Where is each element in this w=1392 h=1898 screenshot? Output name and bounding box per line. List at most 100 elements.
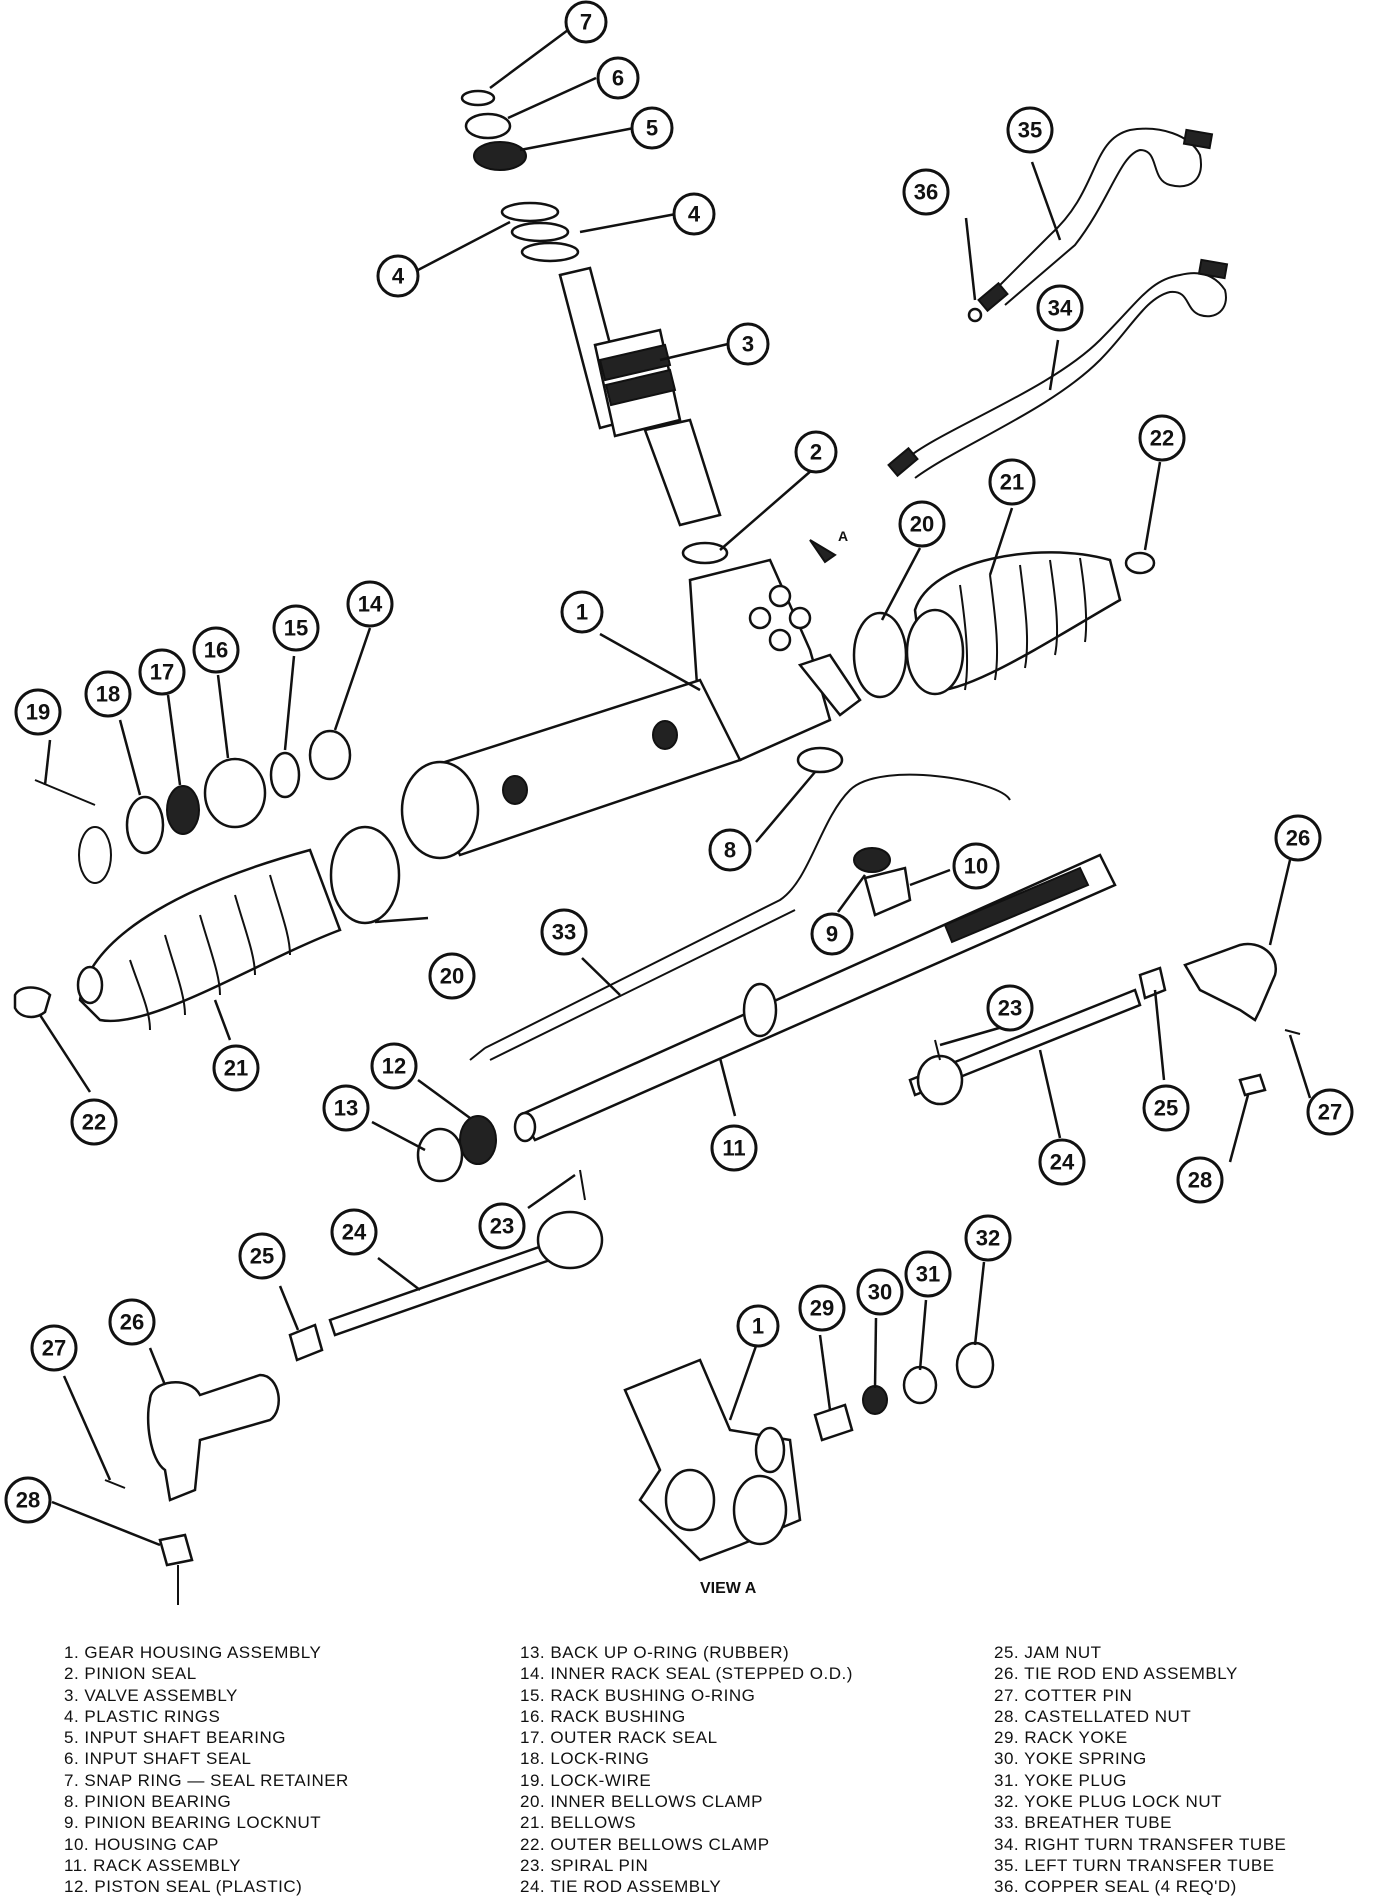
left-bellows-part (76, 848, 342, 1031)
callout-label: 19 (26, 700, 50, 725)
callout-4-right: 4 (672, 192, 716, 236)
legend-text: INPUT SHAFT SEAL (84, 1749, 252, 1769)
legend-text: YOKE PLUG (1024, 1770, 1127, 1790)
legend-text: COTTER PIN (1024, 1685, 1133, 1705)
legend-text: BELLOWS (550, 1813, 637, 1833)
callout-23-right: 23 (986, 984, 1034, 1032)
callout-label: 11 (722, 1136, 745, 1161)
view-arrow (809, 539, 837, 564)
callout-label: 10 (964, 854, 988, 879)
legend-num: 30. (994, 1749, 1020, 1769)
left-turn-transfer-tube-part (989, 127, 1202, 306)
callout-31: 31 (904, 1250, 952, 1298)
snap-ring-part (460, 89, 496, 107)
callout-5: 5 (630, 106, 674, 150)
legend-num: 20. (520, 1792, 546, 1812)
callout-label: 23 (490, 1214, 514, 1239)
callout-20-left: 20 (428, 952, 476, 1000)
legend-text: PLASTIC RINGS (84, 1706, 221, 1726)
legend-item: 26. TIE ROD END ASSEMBLY (994, 1663, 1286, 1684)
cotter-pin-right-part (1284, 1029, 1301, 1035)
callout-label: 21 (224, 1056, 248, 1081)
callout-label: 28 (1188, 1168, 1212, 1193)
callout-label: 28 (16, 1488, 40, 1513)
jam-nut-left-part (288, 1323, 324, 1362)
callout-29: 29 (798, 1284, 846, 1332)
legend-item: 4. PLASTIC RINGS (64, 1706, 349, 1727)
callout-label: 22 (1150, 426, 1174, 451)
inner-rack-seal-part (308, 729, 352, 781)
callout-label: 14 (358, 592, 383, 617)
plastic-ring-part-3 (520, 241, 580, 263)
legend-num: 12. (64, 1877, 90, 1897)
callout-label: 30 (868, 1280, 892, 1305)
legend-num: 22. (520, 1834, 546, 1854)
legend-num: 11. (64, 1855, 88, 1875)
callout-label: 18 (96, 682, 120, 707)
yoke-plug-lock-nut-part (955, 1341, 995, 1389)
callout-label: 26 (1286, 826, 1310, 851)
view-a-housing-part (623, 1358, 802, 1562)
legend-text: GEAR HOUSING ASSEMBLY (84, 1643, 322, 1662)
callout-label: 5 (646, 116, 658, 141)
breather-tube-part (469, 773, 1011, 1061)
tie-rod-socket-right-part (916, 1054, 964, 1106)
callout-label: 26 (120, 1310, 144, 1335)
callout-label: 27 (42, 1336, 66, 1361)
tie-rod-end-left-part (146, 1373, 280, 1502)
inner-bellows-clamp-right-part (852, 611, 908, 699)
legend-item: 30. YOKE SPRING (994, 1748, 1286, 1769)
tube-fitting-part (977, 281, 1009, 313)
legend-num: 32. (994, 1792, 1020, 1812)
input-shaft-bearing-part (473, 141, 527, 171)
callout-label: 33 (552, 920, 576, 945)
legend-text: OUTER RACK SEAL (550, 1728, 718, 1748)
callout-15: 15 (272, 604, 320, 652)
legend-text: COPPER SEAL (4 REQ'D) (1024, 1877, 1237, 1897)
legend-item: 13. BACK UP O-RING (RUBBER) (520, 1642, 853, 1663)
callout-label: 15 (284, 616, 308, 641)
legend-num: 10. (64, 1834, 90, 1854)
legend-text: RIGHT TURN TRANSFER TUBE (1024, 1834, 1287, 1854)
legend-item: 1. GEAR HOUSING ASSEMBLY (64, 1642, 349, 1663)
outer-bellows-clamp-right-part (1124, 551, 1156, 575)
legend-num: 13. (520, 1643, 546, 1662)
callout-18: 18 (84, 670, 132, 718)
callout-2: 2 (794, 430, 838, 474)
legend-num: 19. (520, 1770, 546, 1790)
legend-item: 28. CASTELLATED NUT (994, 1706, 1286, 1727)
legend-text: LOCK-WIRE (550, 1770, 652, 1790)
legend-text: BREATHER TUBE (1024, 1813, 1172, 1833)
legend-num: 27. (994, 1685, 1020, 1705)
callout-26-right: 26 (1274, 814, 1322, 862)
legend-item: 16. RACK BUSHING (520, 1706, 853, 1727)
legend-num: 28. (994, 1706, 1020, 1726)
legend-item: 24. TIE ROD ASSEMBLY (520, 1876, 853, 1897)
legend-num: 17. (520, 1728, 546, 1748)
legend-num: 25. (994, 1643, 1020, 1662)
legend-num: 24. (520, 1877, 546, 1897)
callout-label: 35 (1018, 118, 1042, 143)
tie-rod-socket-left-part (536, 1210, 604, 1270)
legend-num: 9. (64, 1813, 80, 1833)
breather-tube-part-2 (489, 909, 796, 1061)
legend-column-1: 1. GEAR HOUSING ASSEMBLY 2. PINION SEAL … (64, 1642, 349, 1898)
yoke-spring-part (862, 1385, 888, 1415)
callout-label: 13 (334, 1096, 358, 1121)
callout-11: 11 (710, 1124, 758, 1172)
legend-item: 7. SNAP RING — SEAL RETAINER (64, 1770, 349, 1791)
yoke-plug-part (902, 1365, 938, 1405)
callout-label: 2 (810, 440, 822, 465)
inner-bellows-clamp-left-part (329, 825, 401, 925)
callout-8: 8 (708, 828, 752, 872)
callout-20-right: 20 (898, 500, 946, 548)
legend-num: 23. (520, 1855, 546, 1875)
callout-9: 9 (810, 912, 854, 956)
legend-item: 23. SPIRAL PIN (520, 1855, 853, 1876)
legend-num: 33. (994, 1813, 1020, 1833)
legend-num: 2. (64, 1664, 80, 1684)
legend-num: 6. (64, 1749, 80, 1769)
callout-26-left: 26 (108, 1298, 156, 1346)
legend-column-2: 13. BACK UP O-RING (RUBBER) 14. INNER RA… (520, 1642, 853, 1898)
